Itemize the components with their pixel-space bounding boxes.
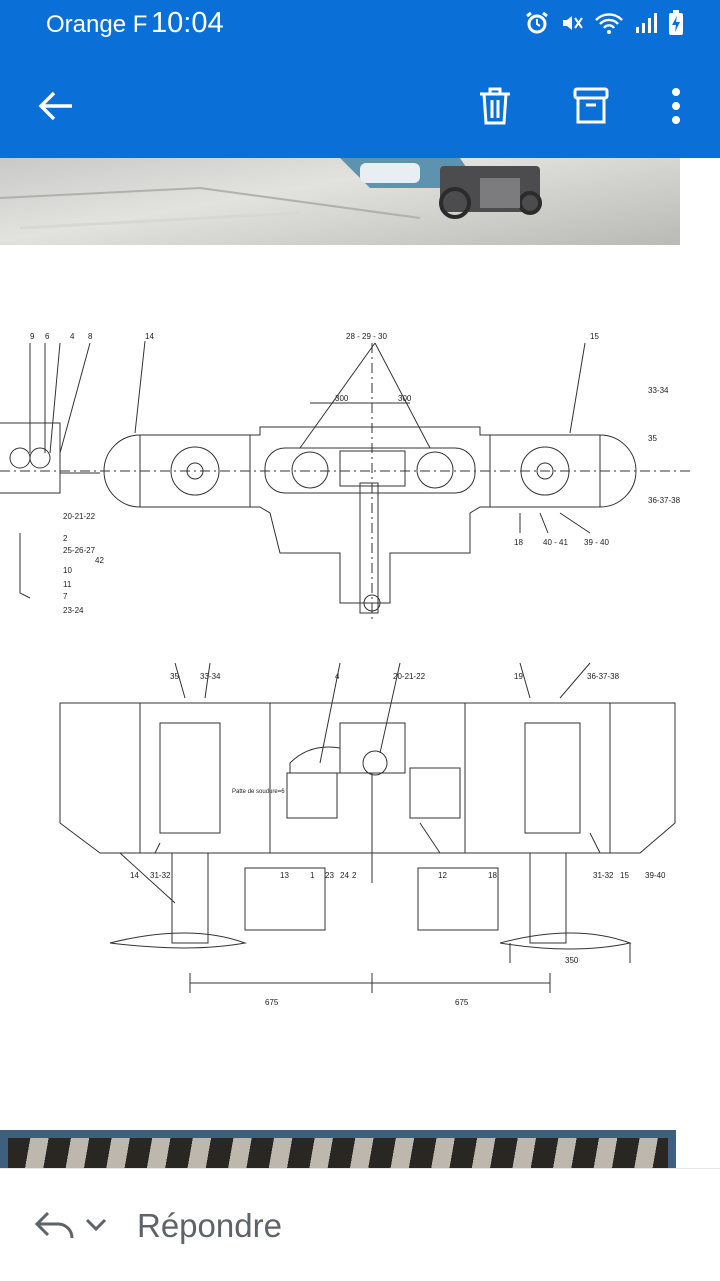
svg-text:4: 4	[70, 332, 75, 341]
svg-text:675: 675	[265, 998, 279, 1007]
more-vert-icon	[672, 88, 680, 124]
svg-text:18: 18	[514, 538, 523, 547]
arrow-left-icon	[38, 91, 72, 121]
svg-text:36-37-38: 36-37-38	[648, 496, 681, 505]
status-icons	[524, 10, 684, 36]
svg-text:300: 300	[335, 394, 349, 403]
svg-text:2: 2	[63, 534, 68, 543]
reply-button[interactable]: Répondre	[137, 1207, 282, 1244]
svg-text:39-40: 39-40	[645, 871, 666, 880]
svg-text:12: 12	[438, 871, 447, 880]
svg-text:36-37-38: 36-37-38	[587, 672, 620, 681]
clock: 10:04	[151, 7, 224, 39]
battery-charging-icon	[669, 10, 683, 35]
svg-text:40 - 41: 40 - 41	[543, 538, 568, 547]
trash-icon	[480, 87, 510, 125]
svg-text:19: 19	[514, 672, 523, 681]
svg-text:13: 13	[280, 871, 289, 880]
more-options-button[interactable]	[648, 78, 704, 134]
svg-text:675: 675	[455, 998, 469, 1007]
svg-text:9: 9	[30, 332, 35, 341]
svg-text:33-34: 33-34	[200, 672, 221, 681]
svg-text:11: 11	[63, 580, 72, 589]
svg-text:31-32: 31-32	[150, 871, 171, 880]
status-bar: Orange F 10:04	[0, 0, 720, 50]
carrier-name: Orange F	[46, 11, 148, 38]
svg-text:31-32: 31-32	[593, 871, 614, 880]
svg-text:14: 14	[145, 332, 154, 341]
svg-text:39 - 40: 39 - 40	[584, 538, 609, 547]
svg-text:20-21-22: 20-21-22	[63, 512, 96, 521]
svg-text:7: 7	[63, 592, 68, 601]
app-bar	[0, 50, 720, 158]
svg-text:1: 1	[310, 871, 315, 880]
svg-text:25-26-27: 25-26-27	[63, 546, 96, 555]
signal-icon	[636, 13, 657, 33]
archive-icon	[573, 87, 609, 124]
svg-text:35: 35	[170, 672, 179, 681]
svg-text:4: 4	[335, 672, 340, 681]
svg-text:14: 14	[130, 871, 139, 880]
svg-text:10: 10	[63, 566, 72, 575]
svg-text:18: 18	[488, 871, 497, 880]
delete-button[interactable]	[467, 78, 523, 134]
svg-text:33-34: 33-34	[648, 386, 669, 395]
back-button[interactable]	[28, 78, 84, 134]
svg-text:24: 24	[340, 871, 349, 880]
alarm-icon	[526, 11, 548, 34]
svg-text:35: 35	[648, 434, 657, 443]
svg-text:42: 42	[95, 556, 104, 565]
attachment-photo-bottom[interactable]	[0, 1130, 676, 1168]
svg-text:300: 300	[398, 394, 412, 403]
reply-icon	[34, 1211, 74, 1239]
mute-icon	[563, 16, 583, 30]
attachment-photo-top[interactable]	[0, 158, 680, 245]
photo-vehicle	[0, 158, 542, 230]
svg-text:23-24: 23-24	[63, 606, 84, 615]
reply-bar: Répondre	[0, 1168, 720, 1281]
svg-text:23: 23	[325, 871, 334, 880]
photo-content	[8, 1138, 668, 1168]
svg-text:8: 8	[88, 332, 93, 341]
svg-text:2: 2	[352, 871, 357, 880]
svg-text:28 - 29 - 30: 28 - 29 - 30	[346, 332, 387, 341]
svg-text:15: 15	[590, 332, 599, 341]
archive-button[interactable]	[563, 78, 619, 134]
svg-text:6: 6	[45, 332, 50, 341]
svg-text:350: 350	[565, 956, 579, 965]
svg-text:20-21-22: 20-21-22	[393, 672, 426, 681]
reply-options-button[interactable]	[34, 1209, 108, 1241]
chevron-down-icon	[85, 1218, 107, 1232]
wifi-icon	[595, 13, 623, 34]
svg-text:15: 15	[620, 871, 629, 880]
svg-text:Patte de soudure=6: Patte de soudure=6	[232, 789, 285, 795]
